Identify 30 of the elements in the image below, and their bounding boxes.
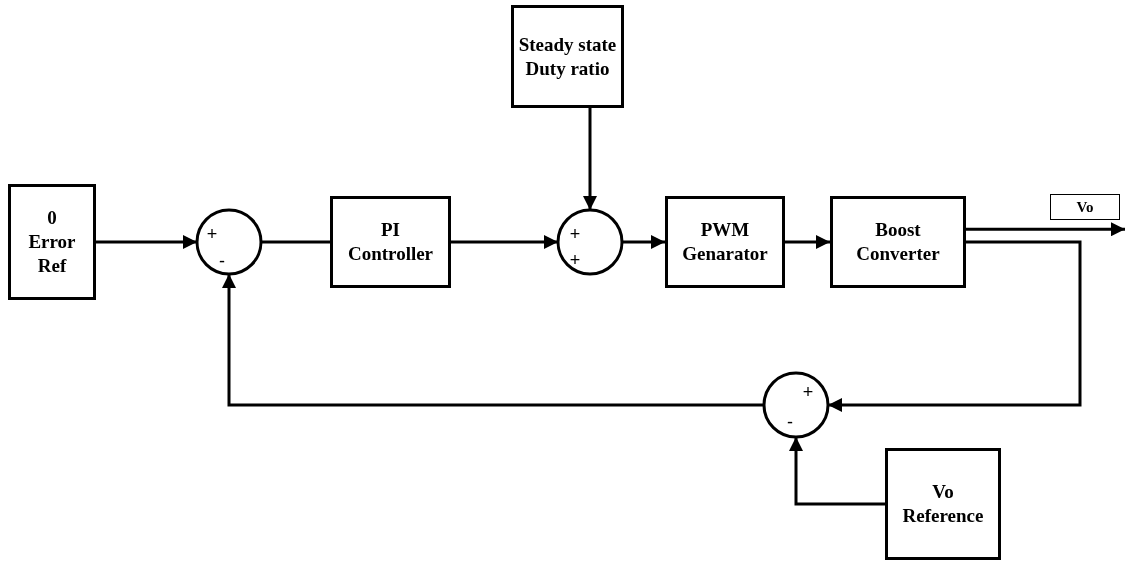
connector-line <box>261 240 330 244</box>
arrow <box>966 222 1125 237</box>
block-box <box>8 184 96 300</box>
block-label: 0 Error Ref <box>27 206 77 278</box>
block-label: Steady state Duty ratio <box>517 32 618 81</box>
arrow <box>96 235 197 249</box>
arrow <box>789 437 885 506</box>
sign-label: + <box>206 225 218 243</box>
sign-label: + <box>802 383 814 401</box>
arrow <box>622 235 665 249</box>
block-box <box>511 5 624 108</box>
block-box <box>830 196 966 288</box>
arrow <box>828 240 1082 412</box>
sign-label: + <box>569 225 581 243</box>
block-box <box>330 196 451 288</box>
sign-label: - <box>219 252 225 270</box>
signal-tag <box>1050 194 1120 220</box>
sign-label: + <box>569 251 581 269</box>
block-label: PWM Genarator <box>681 218 769 266</box>
block-box <box>665 196 785 288</box>
block-label: PI Controller <box>346 218 435 266</box>
block-label: Boost Converter <box>855 218 941 266</box>
sign-label: - <box>787 413 793 431</box>
arrow <box>785 235 830 249</box>
block-box <box>885 448 1001 560</box>
block-label: Vo <box>1076 197 1094 217</box>
block-label: Vo Reference <box>901 480 985 528</box>
arrow <box>222 274 764 407</box>
arrow <box>583 108 597 210</box>
arrow <box>451 235 558 249</box>
